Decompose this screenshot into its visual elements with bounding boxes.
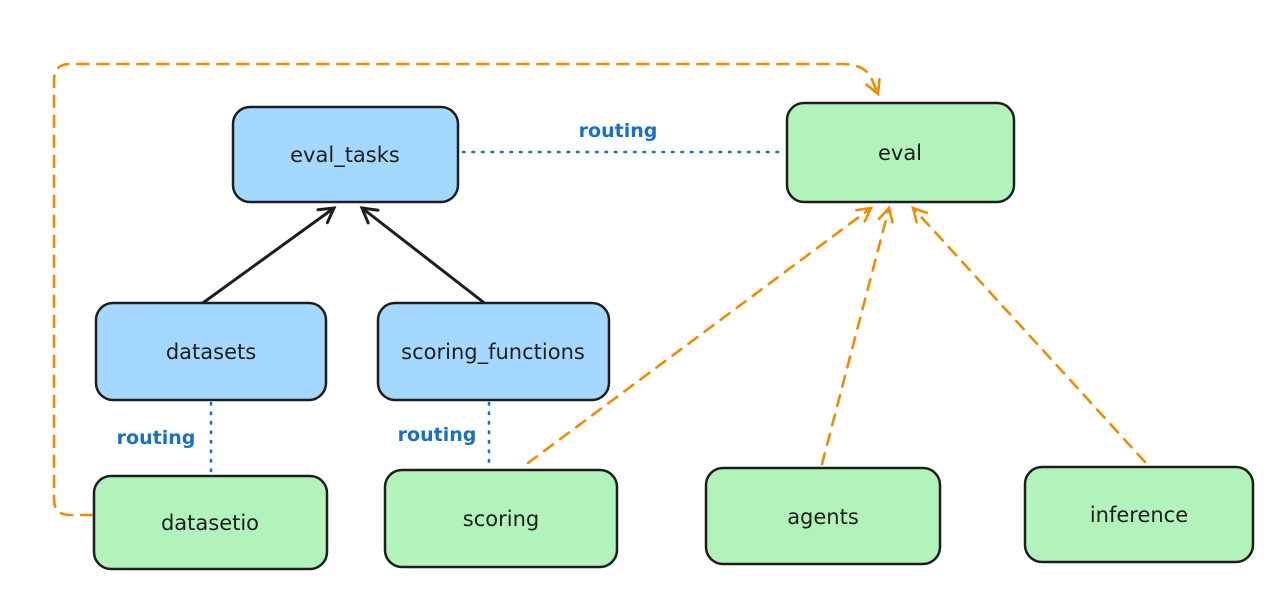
node-eval-tasks: eval_tasks [231,105,460,204]
routing-label-datasets-datasetio: routing [117,427,196,449]
node-scoring-functions: scoring_functions [376,301,611,402]
node-scoring: scoring [383,468,619,569]
edge-inference-to-eval [911,205,1147,464]
node-datasets-label: datasets [166,340,256,364]
node-eval: eval [785,101,1016,204]
node-inference-box [1023,465,1255,564]
node-datasetio-box [92,474,329,571]
node-scoring-label: scoring [463,507,539,531]
node-scoring-functions-label: scoring_functions [401,340,585,365]
edge-scoring-to-eval [526,206,874,465]
node-agents-label: agents [787,505,859,529]
node-agents: agents [704,466,942,566]
edge-datasetio-to-eval [52,62,881,517]
node-datasetio: datasetio [92,474,329,571]
node-inference: inference [1023,465,1255,564]
node-datasets: datasets [94,301,328,402]
routing-label-scoring-functions-scoring: routing [398,424,477,446]
routing-label-eval-tasks-eval: routing [579,120,658,142]
node-eval-label: eval [878,141,922,165]
node-inference-label: inference [1090,503,1188,527]
node-scoring-box [383,468,619,569]
edge-agents-to-eval [820,205,894,466]
node-agents-box [704,466,942,566]
node-scoring-functions-box [376,301,611,402]
node-datasets-box [94,301,328,402]
node-datasetio-label: datasetio [161,511,259,535]
edge-scoring-functions-to-eval-tasks [359,206,489,307]
edge-datasets-to-eval-tasks [198,206,337,307]
node-eval-tasks-box [231,105,460,204]
node-eval-box [785,101,1016,204]
node-eval-tasks-label: eval_tasks [290,143,400,168]
